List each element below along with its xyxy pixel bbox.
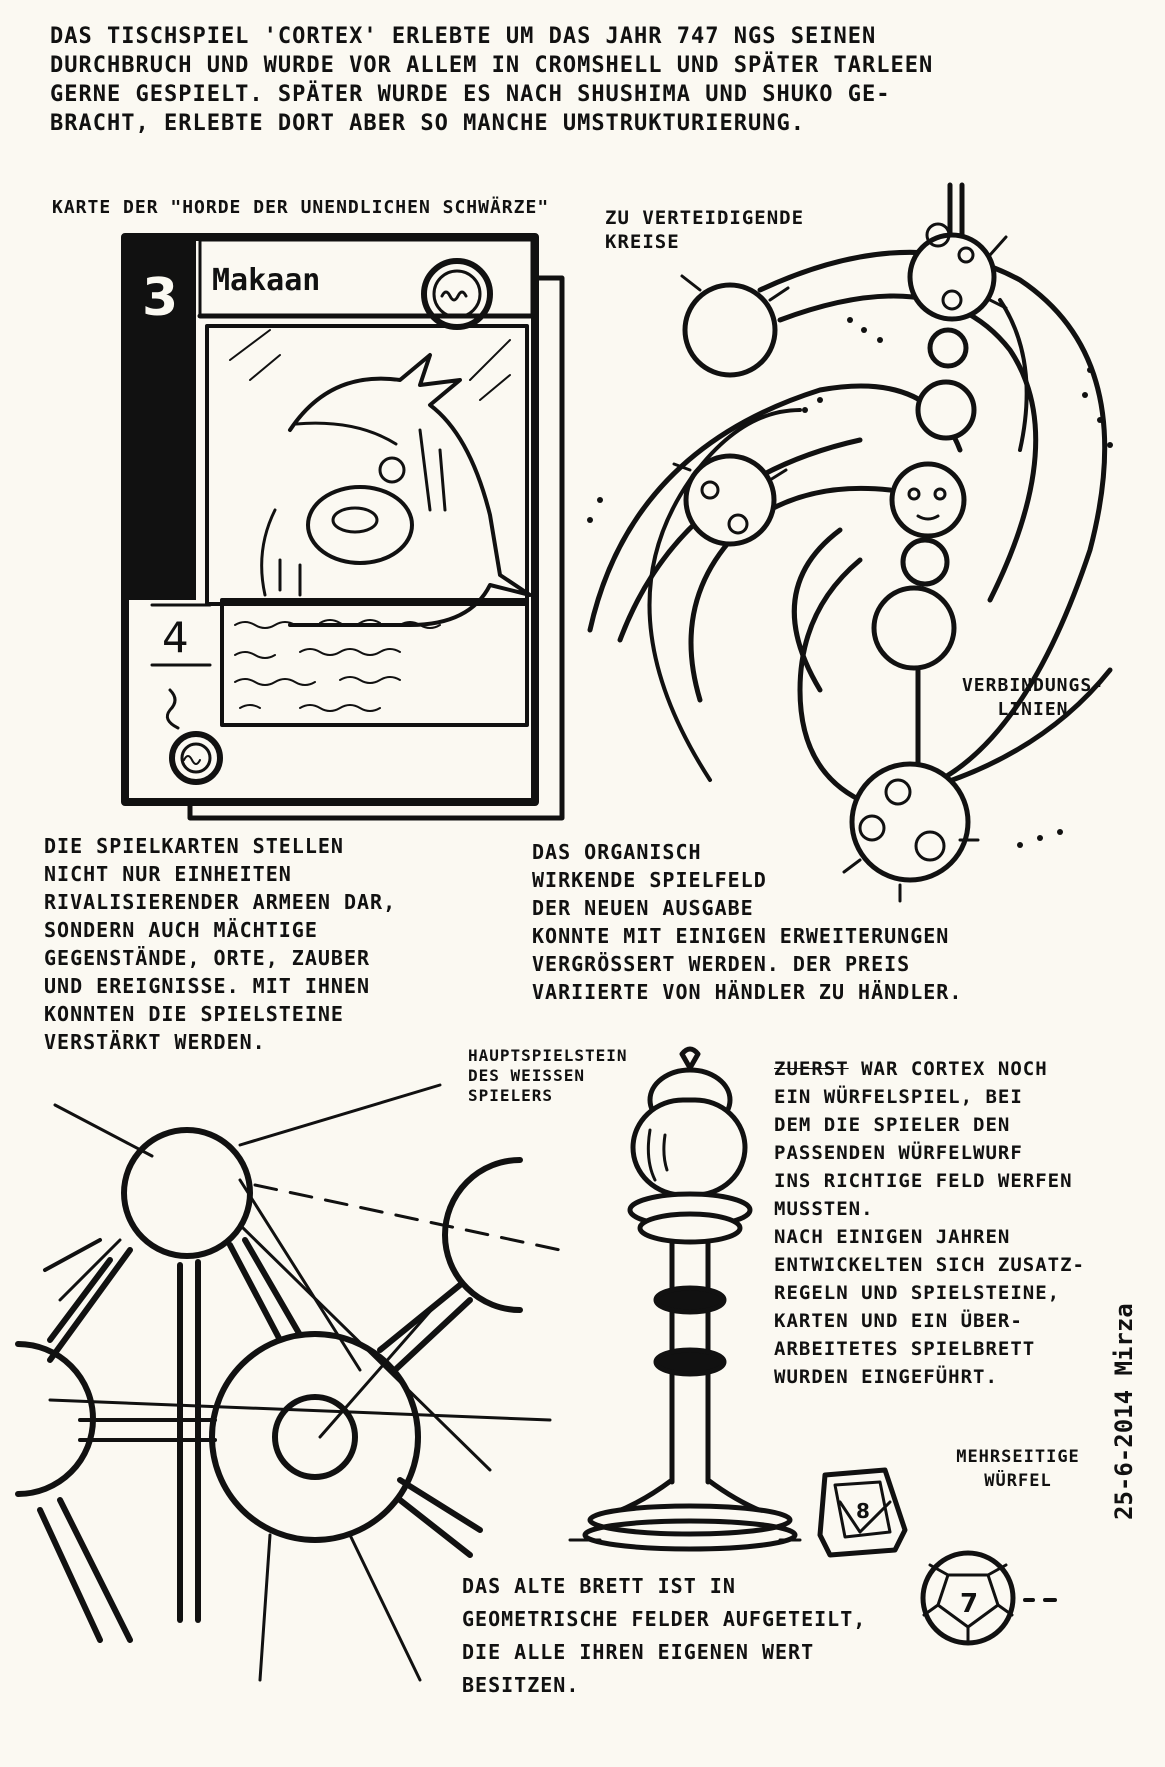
main-piece-label: Hauptspielstein des weissen Spielers — [468, 1046, 628, 1105]
old-board-illustration — [15, 1083, 562, 1682]
old-board-description: Das alte Brett ist in geometrische Felde… — [462, 1574, 867, 1697]
game-piece-illustration — [568, 1046, 802, 1552]
board-description: Das organisch wirkende Spielfeld der neu… — [532, 840, 963, 1004]
dice-illustration — [817, 1467, 1057, 1646]
d8-face: 8 — [856, 1499, 870, 1523]
card-strength: 4 — [162, 613, 189, 662]
history-text: war Cortex noch ein Würfelspiel, bei dem… — [774, 1058, 1085, 1388]
intro-paragraph: Das Tischspiel 'Cortex' erlebte um das J… — [50, 24, 934, 136]
label-circles-to-defend: zu verteidigende Kreise — [605, 207, 805, 253]
card-caption: Karte der "Horde der unendlichen Schwärz… — [52, 197, 550, 218]
card-name: Makaan — [212, 263, 320, 298]
history-paragraph: Zuerst war Cortex noch ein Würfelspiel, … — [774, 1055, 1154, 1391]
struck-word: Zuerst — [774, 1058, 849, 1080]
cards-description: Die Spielkarten stellen nicht nur Einhei… — [44, 834, 397, 1054]
organic-board-illustration — [587, 182, 1113, 903]
dice-label: Mehrseitige Würfel — [956, 1447, 1080, 1491]
card-illustration — [121, 233, 565, 821]
card-cost: 3 — [142, 268, 178, 328]
d12-face: 7 — [960, 1589, 978, 1619]
